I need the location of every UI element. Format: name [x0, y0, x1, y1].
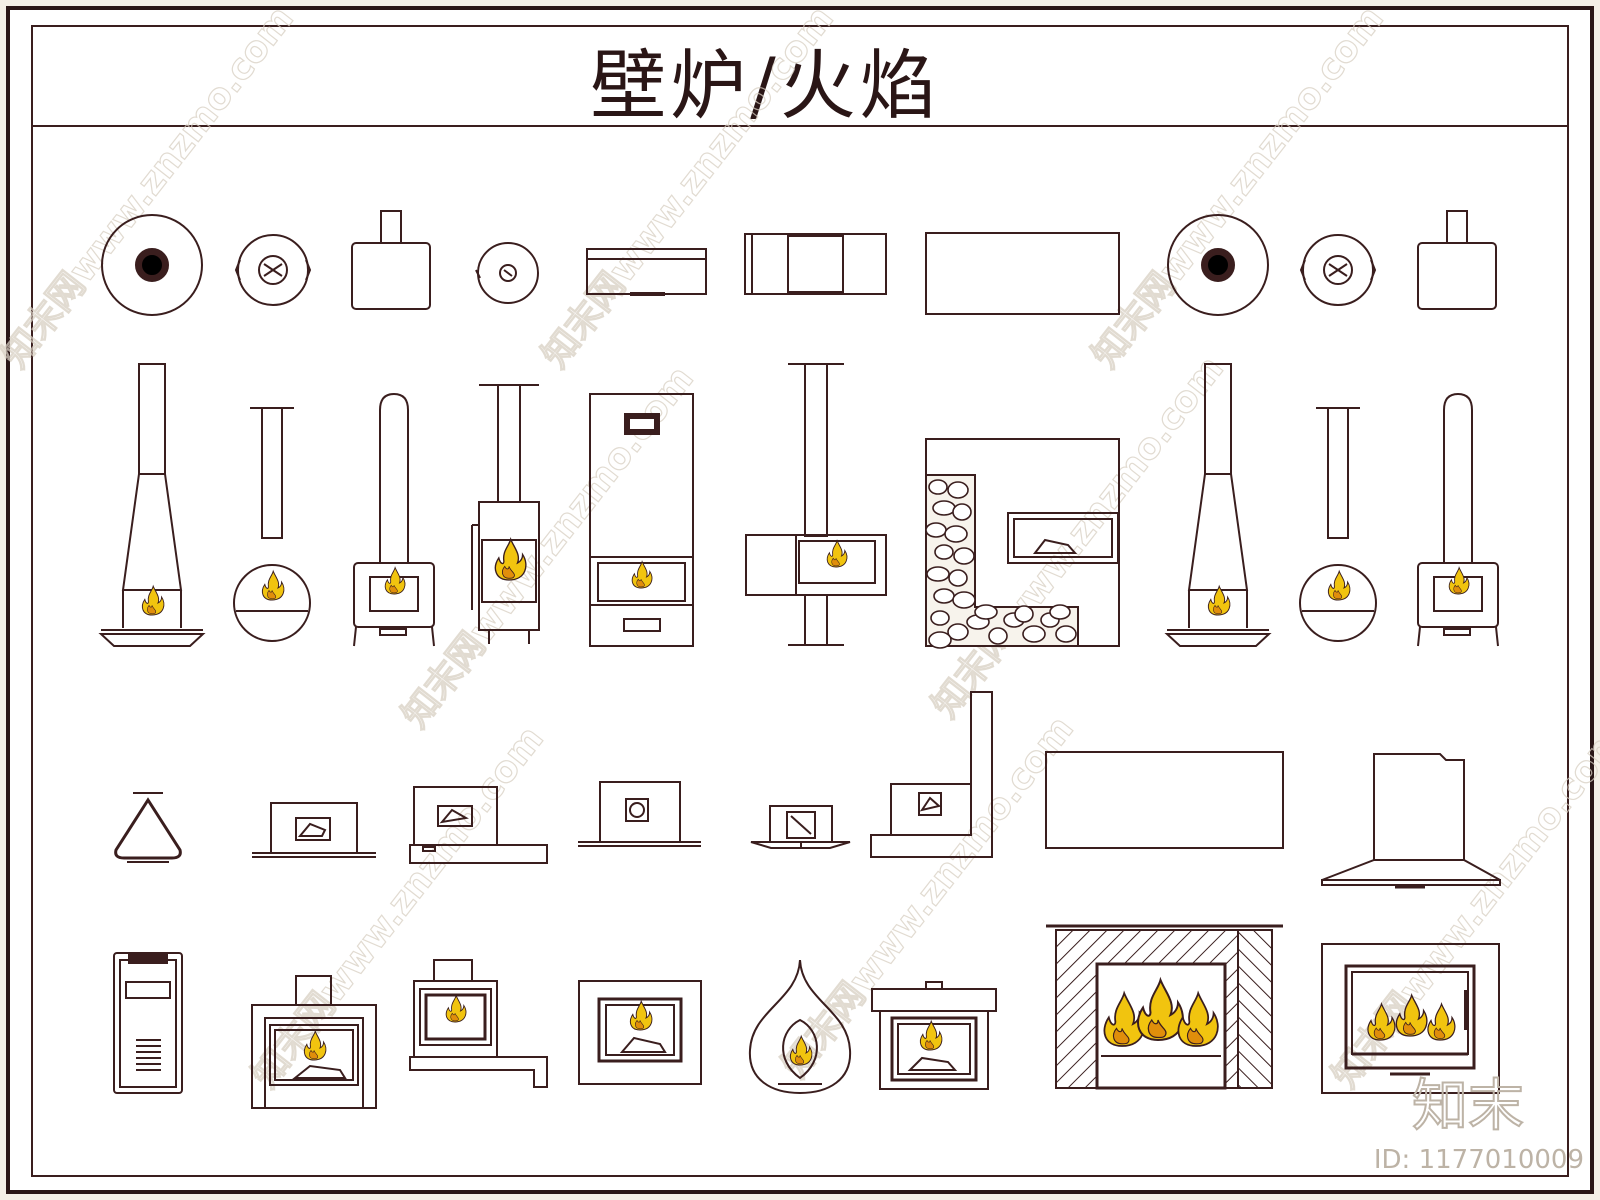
flame-icon	[789, 1034, 813, 1066]
fireplace-wall-unit-plan-icon	[586, 248, 707, 296]
river-stone	[933, 588, 955, 604]
fireplace-wide-mantel-icon	[251, 975, 377, 1109]
river-stone	[944, 525, 968, 543]
fireplace-stone-wall-icon	[925, 438, 1120, 649]
row-plan-views	[101, 210, 1497, 316]
river-stone	[1022, 625, 1046, 643]
flame-icon	[1395, 992, 1428, 1037]
river-stone	[947, 623, 969, 641]
flame-icon	[445, 994, 467, 1023]
fireplace-column-stove-icon	[471, 384, 540, 644]
fireplace-pillar-stove-icon	[745, 363, 887, 646]
fireplace-small-round-plan-icon	[1299, 234, 1377, 306]
fireplace-box-plan-icon	[1417, 210, 1497, 310]
river-stone	[1049, 604, 1071, 620]
river-stone	[952, 591, 976, 609]
row-side-views	[114, 691, 1501, 889]
fireplace-framed-insert-icon	[578, 980, 702, 1085]
flame-icon	[629, 999, 653, 1031]
flame-icon	[1137, 976, 1184, 1042]
inner-border	[31, 25, 1569, 1177]
flame-icon	[1177, 990, 1219, 1047]
flame-icon	[1207, 584, 1231, 616]
fireplace-double-sided-plan-icon	[744, 233, 887, 295]
river-stone	[1055, 625, 1077, 643]
fireplace-round-plan-icon	[101, 214, 203, 316]
fireplace-hanging-globe-icon	[1299, 407, 1377, 642]
fireplace-triangle-side-icon	[114, 792, 182, 863]
river-stone	[930, 610, 950, 626]
fireplace-bench-icon	[409, 959, 548, 1088]
fireplace-small-box-icon	[750, 805, 851, 849]
flame-icon	[1448, 566, 1470, 595]
river-stone	[974, 604, 998, 620]
fireplace-box-plan-icon	[351, 210, 431, 310]
fireplace-insert-side-icon	[252, 802, 376, 858]
fireplace-square-insert-icon	[578, 781, 701, 847]
page-title: 壁炉/火焰	[590, 41, 940, 130]
fireplace-tall-cabinet-icon	[589, 393, 694, 647]
fireplace-hatched-surround-icon	[1046, 924, 1283, 1090]
fireplace-cast-iron-stove-icon	[353, 392, 435, 647]
flame-icon	[919, 1019, 943, 1051]
flame-icon	[261, 569, 285, 601]
row-detailed-fronts	[113, 924, 1500, 1109]
fireplace-cone-hood-icon	[1164, 363, 1272, 647]
flame-icon	[141, 584, 165, 616]
fireplace-small-round-plan-icon	[234, 234, 312, 306]
fireplace-corner-wall-icon	[870, 691, 993, 858]
fireplace-hood-plinth-icon	[1321, 753, 1501, 889]
fireplace-mantel-box-icon	[871, 981, 997, 1090]
river-stone	[988, 627, 1008, 645]
river-stone	[932, 500, 956, 516]
flame-icon	[303, 1029, 327, 1061]
fireplace-round-plan-icon	[1167, 214, 1269, 316]
brand-logo: 知末	[1412, 1074, 1524, 1139]
fireplace-vented-cabinet-icon	[113, 952, 183, 1094]
river-stone	[925, 522, 947, 538]
image-id: ID: 1177010009	[1374, 1145, 1584, 1175]
river-stone	[1014, 605, 1034, 623]
river-stone	[928, 479, 948, 495]
fireplace-wide-hearth-plan-icon	[925, 232, 1120, 315]
river-stone	[948, 569, 968, 587]
fireplace-cone-hood-icon	[98, 363, 206, 647]
fireplace-wide-panel-icon	[1045, 751, 1284, 849]
outer-border	[6, 6, 1594, 1194]
flame-icon	[494, 536, 527, 581]
fireplace-teardrop-icon	[748, 959, 852, 1095]
river-stone	[928, 631, 952, 649]
flame-icon	[631, 560, 653, 589]
row-front-elevations	[98, 363, 1499, 649]
river-stone	[953, 547, 975, 565]
vent-grille-icon	[136, 1039, 161, 1071]
fireplace-mini-plan-icon	[475, 242, 539, 304]
river-stone	[934, 544, 954, 560]
flame-icon	[1367, 1002, 1396, 1041]
fireplace-glass-door-icon	[1321, 943, 1500, 1094]
flame-icon	[1327, 569, 1351, 601]
fireplace-hanging-globe-icon	[233, 407, 311, 642]
fireplace-plinth-side-icon	[409, 786, 548, 864]
flame-icon	[1427, 1002, 1456, 1041]
river-stone	[926, 566, 950, 582]
river-stone	[947, 481, 969, 499]
flame-icon	[384, 566, 406, 595]
flame-icon	[826, 539, 848, 568]
fireplace-cast-iron-stove-icon	[1417, 392, 1499, 647]
river-stone	[952, 503, 972, 521]
